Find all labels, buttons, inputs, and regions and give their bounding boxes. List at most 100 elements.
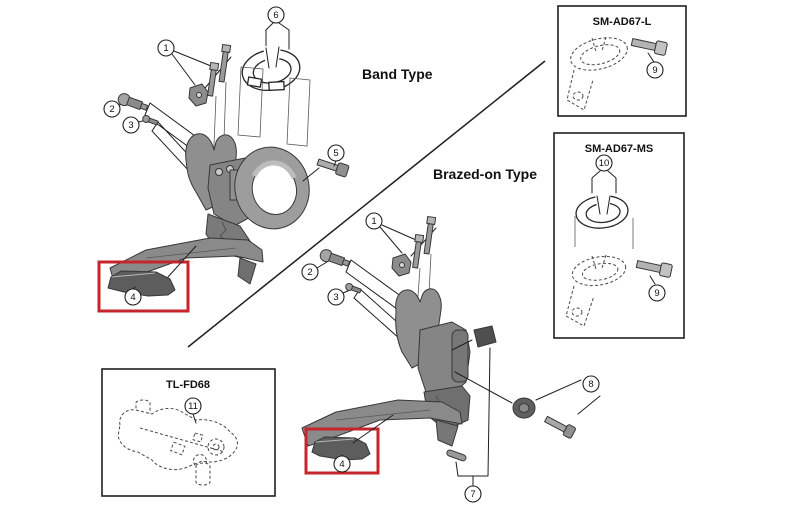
callout-adms-9: 9 [648,284,666,302]
clamp-ring [234,146,310,230]
pivot-pin [446,449,467,462]
skid-plate-highlight [315,438,355,443]
callout-adl-9: 9 [646,61,664,79]
leader-line [649,275,656,285]
inset-box-title: SM-AD67-L [593,16,652,28]
callout-number: 6 [273,10,278,21]
callout-number: 10 [599,158,610,169]
callout-circle [464,485,482,503]
dashed-clamp-adapter [566,36,628,111]
leader-line [451,339,473,351]
highlight-box-band-part4 [97,260,190,313]
callout-number: 9 [652,65,657,76]
adapter-ring [571,255,627,287]
callout-band-3: 3 [122,116,140,134]
washer-hole [518,403,530,413]
clamp-bolt-b [218,43,232,83]
bolt-shaft [218,51,229,83]
callout-brazed-4: 4 [333,455,351,473]
callout-circle [301,263,319,281]
screw-shaft [350,285,362,294]
bolt-hole [215,168,223,176]
ring-outer [570,37,628,71]
callout-circle [103,100,121,118]
adapter-ring [570,37,628,71]
callout-band-6: 6 [267,6,285,24]
callout-number: 5 [333,148,338,159]
inset-box-title: SM-AD67-MS [585,143,653,155]
skid-plate-highlight [111,272,156,278]
item8-bracket [535,379,601,415]
callout-circle [184,397,202,415]
callout-band-4: 4 [124,288,142,306]
tool-detail-slot [192,432,204,443]
inset-box-frame [557,5,687,117]
callout-band-2: 2 [103,100,121,118]
clamp-bolt-a [412,233,425,269]
callout-number: 3 [128,120,133,131]
mount-bolt [544,415,576,439]
callout-brazed-1: 1 [365,212,383,230]
callout-circle [582,375,600,393]
callout-number: 11 [188,401,198,412]
tl-fd68-box: TL-FD68 [101,368,276,497]
support-bolt [117,93,149,111]
cage-edge [335,409,431,421]
bolt-head [562,424,576,439]
leader-line [379,226,403,254]
leader-line [167,245,197,278]
mount-pad [473,325,497,348]
callout-circle [327,288,345,306]
callout-number: 1 [371,216,376,227]
leader-line [454,371,513,404]
callout-circle [327,144,345,162]
body-cylinder [451,329,469,383]
ring-outer [571,255,627,287]
callout-number: 2 [307,267,312,278]
callout-number: 4 [339,459,344,470]
brazed-derailleur-body [301,288,471,447]
callout-number: 9 [654,288,659,299]
clamp-fixing-bolt [316,158,350,178]
callout-brazed-7: 7 [464,485,482,503]
callout-number: 7 [470,489,475,500]
clamp-bolt-b [423,215,437,255]
skid-plate [311,436,371,461]
projection-panel [237,66,264,138]
callout-circle [595,154,613,172]
highlight-box-brazed-part4 [304,427,380,475]
brazed-on-assembly [301,215,601,487]
tool-detail-circle [207,438,225,456]
band-type-label: Band Type [362,66,433,82]
callout-number: 8 [588,379,593,390]
leader-line [352,414,394,444]
bolt-head [653,40,668,56]
sm-ad67-l-box: SM-AD67-L [557,5,687,117]
bolt-shaft [207,69,217,97]
brazed-on-type-label: Brazed-on Type [433,166,537,182]
tool-detail-circle [193,454,207,468]
shim-window [268,80,285,92]
screw-shaft [147,117,159,126]
tool-pin-top [135,399,151,415]
plate-hole [399,262,405,268]
ring-gap [591,36,607,53]
dashed-clamp-adapter [565,254,627,327]
leader-line [265,22,290,31]
tab-hole [571,307,583,317]
bolt-tip [341,258,351,267]
callouts: 1 2 3 6 5 4 1 2 [103,6,666,503]
ring-inner [580,44,621,66]
callout-circle [646,61,664,79]
band-shim-ms [574,195,634,249]
callout-circle [122,116,140,134]
leader-line [316,261,328,269]
item10-bracket [591,170,617,194]
adjust-screw [345,282,362,294]
bolt-head [335,162,350,178]
callout-circle [124,288,142,306]
callout-number: 4 [130,292,135,303]
pin-body [446,449,467,462]
tool-detail-circle [212,443,220,451]
